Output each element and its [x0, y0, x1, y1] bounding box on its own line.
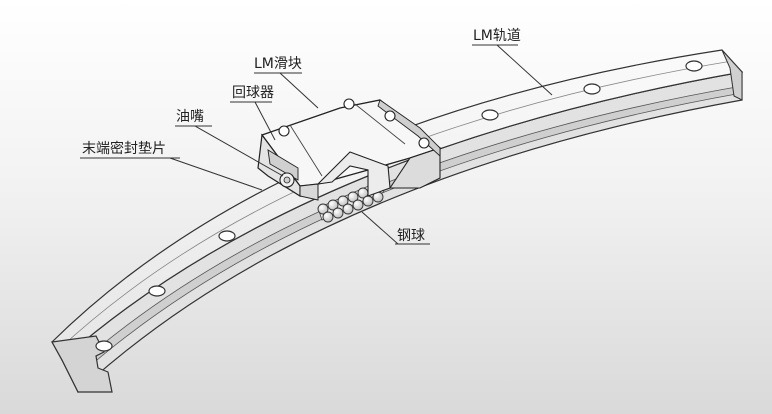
block-cutaway: [316, 151, 391, 197]
steel-ball: [322, 211, 334, 223]
leader-balls: [361, 211, 430, 245]
rail-far-end: [721, 49, 743, 101]
mounting-hole: [481, 109, 499, 121]
lm-block: [257, 98, 442, 201]
lm-rail: [51, 49, 744, 393]
steel-ball: [362, 195, 374, 207]
label-end-seal: 末端密封垫片: [82, 140, 166, 157]
mounting-hole: [218, 230, 236, 242]
mounting-hole: [95, 340, 113, 352]
steel-ball: [347, 191, 359, 203]
callout-lines: [80, 44, 553, 245]
block-mounting-hole: [278, 125, 290, 137]
label-lm-rail: LM轨道: [473, 28, 521, 44]
grease-nipple-icon: [279, 172, 295, 188]
block-mounting-hole: [343, 98, 355, 110]
recirculation-cap: [267, 149, 299, 181]
steel-ball: [327, 199, 339, 211]
label-lm-block: LM滑块: [254, 55, 302, 72]
block-mounting-hole: [418, 137, 430, 149]
block-seam: [289, 124, 323, 177]
steel-ball: [337, 195, 349, 207]
label-steel-balls: 钢球: [397, 228, 425, 244]
steel-ball: [352, 199, 364, 211]
block-seam: [354, 103, 406, 145]
rail-mounting-holes: [95, 60, 703, 352]
block-mounting-hole: [384, 110, 396, 122]
label-grease-nipple: 油嘴: [176, 109, 204, 125]
leader-end-seal: [80, 157, 263, 191]
leader-recirculation: [230, 101, 276, 141]
steel-ball: [317, 203, 329, 215]
leader-grease-nipple: [175, 125, 284, 177]
mounting-hole: [685, 60, 703, 72]
steel-ball: [332, 207, 344, 219]
leader-rail: [472, 44, 553, 96]
mounting-hole: [148, 285, 166, 297]
steel-ball: [342, 203, 354, 215]
label-recirculation: 回球器: [232, 85, 274, 101]
leader-block: [254, 72, 319, 109]
mounting-hole: [583, 83, 601, 95]
block-right-side: [388, 147, 441, 189]
block-side-face: [299, 183, 319, 201]
